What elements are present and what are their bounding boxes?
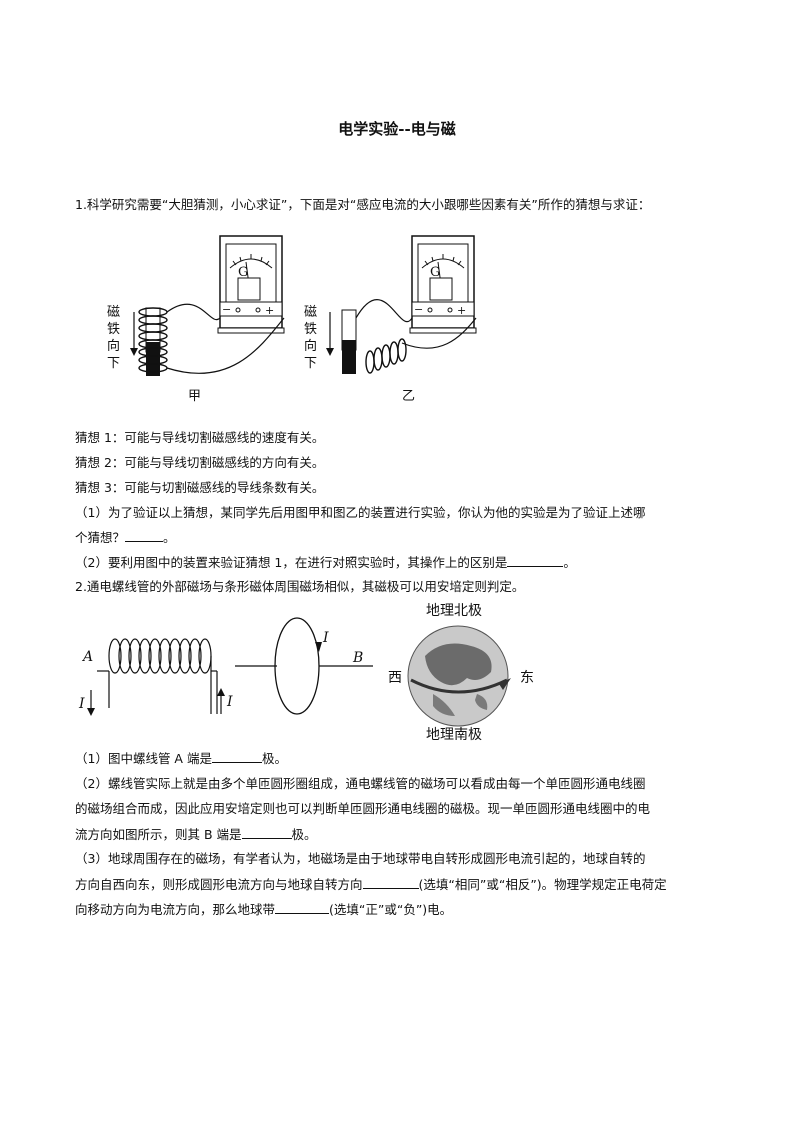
q1-sub2: （2）要利用图中的装置来验证猜想 1，在进行对照实验时，其操作上的区别是。 — [75, 554, 576, 570]
down-arrow-icon — [326, 312, 334, 356]
svg-text:下: 下 — [107, 356, 120, 371]
meter-letter-jia: G — [238, 265, 248, 280]
magnet-label-jia: 磁 铁 向 下 — [107, 305, 120, 371]
svg-text:磁: 磁 — [304, 305, 317, 320]
setup-jia: − + G 磁 铁 向 下 甲 — [107, 235, 285, 404]
svg-text:−: − — [414, 303, 423, 316]
label-west: 西 — [388, 670, 402, 686]
setup-yi: − + G 磁 铁 向 下 乙 — [304, 235, 477, 404]
solenoid: A I I — [78, 638, 233, 716]
current-up-arrow-icon — [217, 688, 225, 714]
label-i-loop: I — [322, 630, 329, 646]
answer-blank[interactable] — [362, 876, 419, 889]
label-a: A — [81, 649, 93, 665]
magnet-jia — [145, 307, 161, 376]
q1-guess-1: 猜想 1：可能与导线切割磁感线的速度有关。 — [75, 430, 325, 445]
galvanometer-jia: − + — [217, 235, 285, 334]
q2-sub3-line2: 方向自西向东，则形成圆形电流方向与地球自转方向(选填“相同”或“相反”)。物理学… — [75, 876, 667, 892]
label-south-pole: 地理南极 — [426, 727, 482, 743]
q2-intro: 2.通电螺线管的外部磁场与条形磁体周围磁场相似，其磁极可以用安培定则判定。 — [75, 579, 525, 594]
caption-yi: 乙 — [402, 389, 415, 404]
q2-sub3-line3: 向移动方向为电流方向，那么地球带(选填“正”或“负”)电。 — [75, 901, 453, 917]
answer-blank[interactable] — [211, 750, 262, 763]
wire-jia-2 — [166, 317, 285, 374]
current-down-arrow-icon — [87, 690, 95, 716]
label-north-pole: 地理北极 — [426, 603, 482, 619]
wire-yi-1 — [355, 299, 413, 323]
solenoid-loop-earth-figure: A I I I B 地理北极 — [78, 603, 534, 743]
label-b: B — [352, 650, 363, 666]
down-arrow-icon — [130, 312, 138, 356]
induction-experiment-figure: − + G 磁 铁 向 下 甲 — [107, 235, 477, 404]
galvanometer-yi: − + — [409, 235, 477, 334]
page-title: 电学实验--电与磁 — [338, 120, 456, 138]
answer-blank[interactable] — [241, 826, 292, 839]
q1-guess-2: 猜想 2：可能与导线切割磁感线的方向有关。 — [75, 455, 325, 470]
answer-blank[interactable] — [125, 529, 164, 542]
answer-blank[interactable] — [275, 901, 330, 914]
meter-letter-yi: G — [430, 265, 440, 280]
answer-blank[interactable] — [507, 554, 564, 567]
loop-current-arrow-icon — [315, 642, 322, 652]
svg-text:向: 向 — [107, 338, 120, 354]
svg-text:−: − — [222, 303, 231, 316]
svg-text:+: + — [457, 304, 466, 317]
coil-yi — [365, 338, 407, 374]
q2-sub2-line1: （2）螺线管实际上就是由多个单匝圆形圈组成，通电螺线管的磁场可以看成由每一个单匝… — [75, 776, 646, 791]
svg-text:铁: 铁 — [304, 322, 317, 337]
rotation-arrow-icon — [499, 678, 511, 690]
label-i-right: I — [226, 694, 233, 710]
svg-text:+: + — [265, 304, 274, 317]
svg-text:向: 向 — [304, 338, 317, 354]
q2-sub2-line3: 流方向如图所示，则其 B 端是极。 — [75, 826, 317, 842]
coil-jia — [138, 307, 168, 373]
single-loop: I B — [235, 617, 373, 715]
svg-text:磁: 磁 — [107, 305, 120, 320]
magnet-label-yi: 磁 铁 向 下 — [304, 305, 317, 371]
label-i-left: I — [78, 696, 85, 712]
q2-sub1: （1）图中螺线管 A 端是极。 — [75, 750, 287, 766]
q1-sub1-line1: （1）为了验证以上猜想，某同学先后用图甲和图乙的装置进行实验，你认为他的实验是为… — [75, 505, 646, 520]
label-east: 东 — [520, 670, 534, 686]
q2-sub3-line1: （3）地球周围存在的磁场，有学者认为，地磁场是由于地球带电自转形成圆形电流引起的… — [75, 851, 646, 866]
wire-yi-2 — [401, 317, 477, 349]
svg-text:铁: 铁 — [107, 322, 120, 337]
svg-text:下: 下 — [304, 356, 317, 371]
wire-jia-1 — [166, 303, 221, 321]
caption-jia: 甲 — [188, 389, 201, 404]
q2-sub2-line2: 的磁场组合而成，因此应用安培定则也可以判断单匝圆形通电线圈的磁极。现一单匝圆形通… — [75, 801, 651, 816]
q1-intro: 1.科学研究需要“大胆猜测，小心求证”，下面是对“感应电流的大小跟哪些因素有关”… — [75, 197, 651, 212]
magnet-yi — [341, 309, 357, 374]
q1-guess-3: 猜想 3：可能与切割磁感线的导线条数有关。 — [75, 480, 325, 495]
earth: 地理北极 西 东 地理南极 — [388, 603, 534, 743]
q1-sub1-line2: 个猜想？。 — [75, 529, 176, 545]
